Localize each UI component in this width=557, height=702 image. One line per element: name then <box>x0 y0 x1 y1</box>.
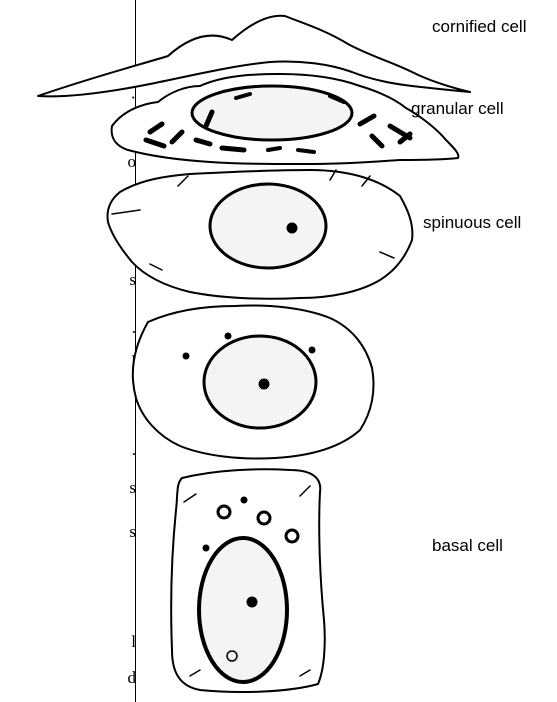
spinuous-nucleolus <box>287 223 297 233</box>
spinuous-cell <box>108 170 413 299</box>
spinuous-cell-lower <box>133 306 374 459</box>
label-basal-cell: basal cell <box>432 536 503 556</box>
label-granular-cell: granular cell <box>411 99 504 119</box>
granular-cell <box>112 74 459 164</box>
label-cornified-cell: cornified cell <box>432 17 527 37</box>
basal-cell <box>171 469 325 692</box>
basal-nucleolus <box>247 597 257 607</box>
label-spinuous-cell: spinuous cell <box>423 213 521 233</box>
lower-spinuous-nucleolus <box>259 379 269 389</box>
granular-nucleus <box>192 86 352 140</box>
basal-nucleus <box>199 538 287 682</box>
spinuous-nucleus <box>210 184 326 268</box>
